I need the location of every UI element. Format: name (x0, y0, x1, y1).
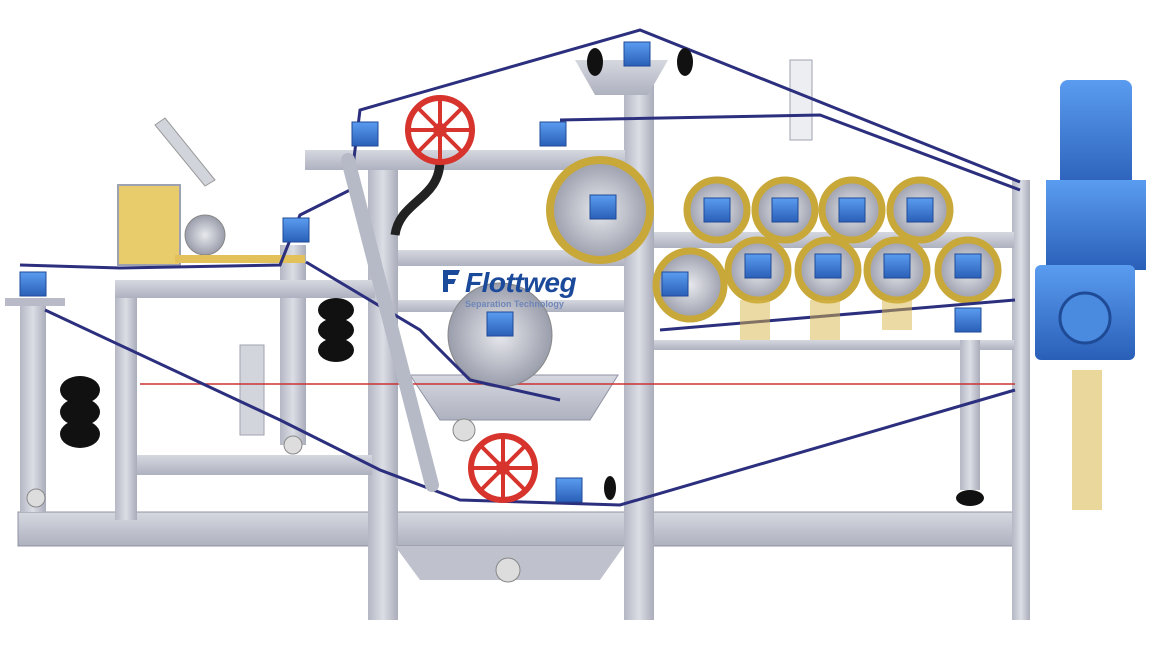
tension-handwheels (405, 95, 538, 503)
bearing-blocks (19, 41, 982, 503)
flottweg-f-mark-icon (443, 270, 460, 292)
brand-tagline: Separation Technology (465, 299, 564, 309)
drive-motor (1035, 80, 1146, 360)
brand-name: Flottweg (465, 267, 577, 298)
discharged-solids (740, 300, 1102, 510)
feed-hopper (117, 117, 305, 266)
filter-belts (19, 28, 1021, 507)
air-bellows (60, 48, 984, 506)
logo-text: Flottweg Separation Technology (465, 267, 577, 310)
conveyor-pipe (341, 153, 445, 492)
base-frame (5, 59, 1030, 620)
flottweg-logo: Flottweg Separation Technology (441, 267, 577, 310)
